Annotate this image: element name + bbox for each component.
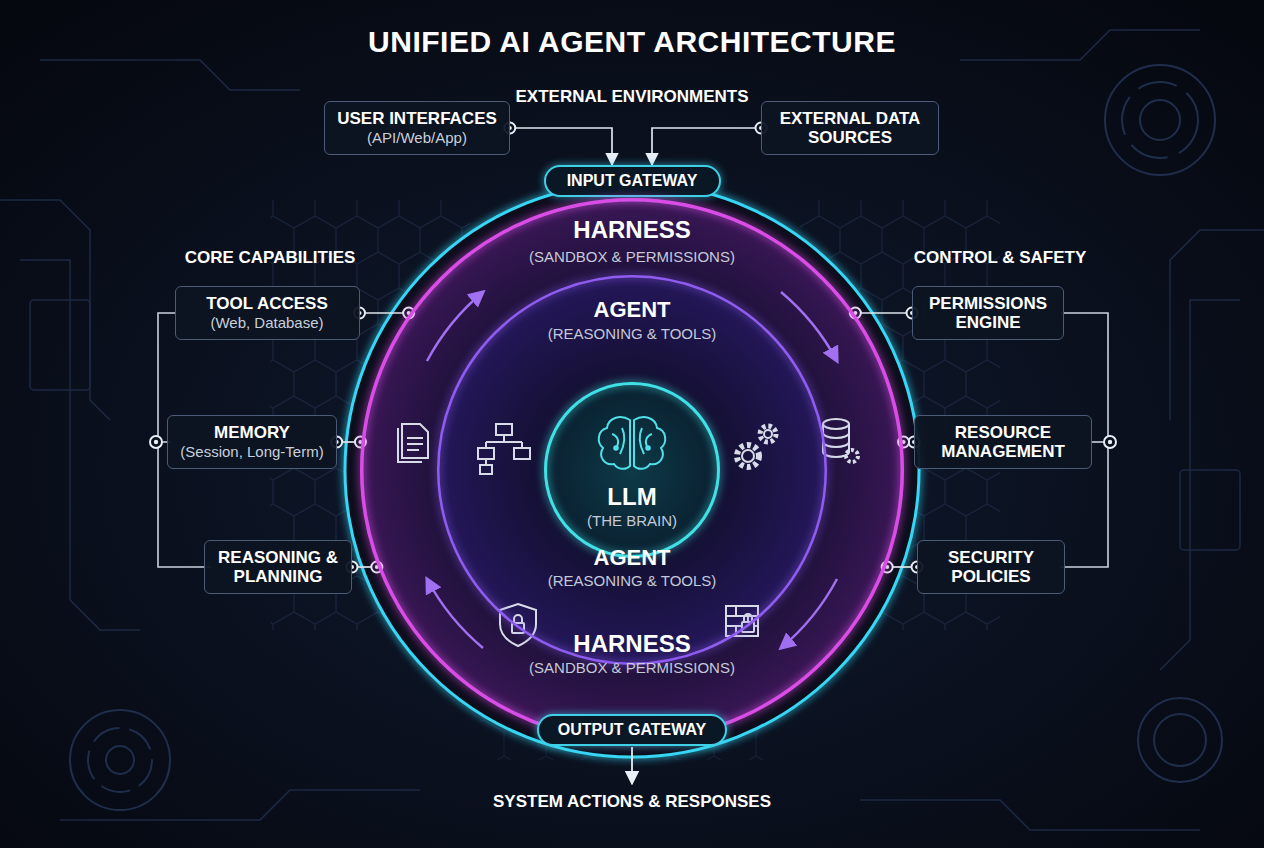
box-title: TOOL ACCESS [188,294,347,313]
agent-ring: AGENT(REASONING & TOOLS)AGENT(REASONING … [437,275,827,665]
ring-title: AGENT [594,545,671,571]
box-subtitle: (Session, Long-Term) [180,443,323,460]
connector-line [855,312,912,314]
ring-title: AGENT [594,297,671,323]
connector-line [652,128,761,165]
ring-title: HARNESS [573,630,690,658]
connector-line [510,128,612,165]
box-title: INPUT GATEWAY [564,172,701,190]
control-box: RESOURCE MANAGEMENT [914,415,1092,469]
connector-line [360,312,409,314]
ring-outline [544,382,720,558]
control-box: PERMISSIONS ENGINE [912,286,1064,340]
box-title: REASONING & PLANNING [217,548,339,586]
ring-stroke [546,384,719,557]
ring-stroke [362,200,903,741]
ring-subtitle: (THE BRAIN) [587,512,677,529]
ring-title: HARNESS [573,216,690,244]
ring-title: LLM [607,483,656,511]
ring-subtitle: (SANDBOX & PERMISSIONS) [529,659,735,676]
ring-subtitle: (REASONING & TOOLS) [548,572,717,589]
box-title: USER INTERFACES [337,109,497,128]
gateway-pill: OUTPUT GATEWAY [537,714,727,746]
input-source-box: EXTERNAL DATA SOURCES [761,101,939,155]
group-label: SYSTEM ACTIONS & RESPONSES [493,792,771,812]
box-title: EXTERNAL DATA SOURCES [774,109,926,147]
control-box: SECURITY POLICIES [917,540,1065,594]
group-label: EXTERNAL ENVIRONMENTS [516,87,749,107]
capability-box: REASONING & PLANNING [204,540,352,594]
box-title: SECURITY POLICIES [930,548,1052,586]
capability-box: MEMORY(Session, Long-Term) [167,415,336,468]
capability-box: TOOL ACCESS(Web, Database) [175,286,360,339]
box-title: OUTPUT GATEWAY [557,721,707,739]
group-label: CORE CAPABILITIES [185,248,356,268]
box-title: MEMORY [180,423,323,442]
box-title: RESOURCE MANAGEMENT [927,423,1079,461]
ring-subtitle: (SANDBOX & PERMISSIONS) [529,248,735,265]
ring-subtitle: (REASONING & TOOLS) [548,325,717,342]
ring-stroke [438,276,826,664]
box-subtitle: (API/Web/App) [337,129,497,146]
input-source-box: USER INTERFACES(API/Web/App) [324,101,510,154]
diagram-title: UNIFIED AI AGENT ARCHITECTURE [368,25,896,59]
llm-core-circle: LLM(THE BRAIN) [544,382,720,558]
harness-ring: HARNESS(SANDBOX & PERMISSIONS)HARNESS(SA… [360,198,904,742]
group-label: CONTROL & SAFETY [914,248,1087,268]
gateway-pill: INPUT GATEWAY [544,165,721,197]
box-title: PERMISSIONS ENGINE [925,294,1051,332]
box-subtitle: (Web, Database) [188,314,347,331]
